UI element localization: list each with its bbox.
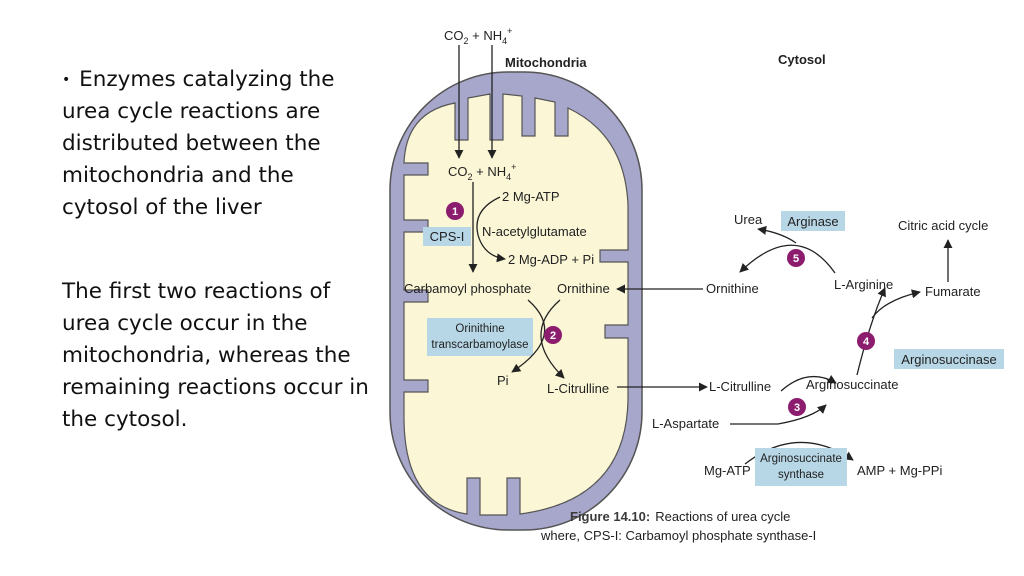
amp-label: AMP + Mg-PPi <box>857 463 942 478</box>
argininosuccinase-label: Arginosuccinase <box>901 352 996 367</box>
step-1-circle <box>446 202 464 220</box>
bullet-dot: • <box>62 72 71 88</box>
adp-label: 2 Mg-ADP + Pi <box>508 252 594 267</box>
bullet-enzymes: • Enzymes catalyzing the urea cycle reac… <box>62 64 372 224</box>
pi-label: Pi <box>497 373 509 388</box>
fumarate-release-arrow <box>871 289 921 319</box>
nag-label: N-acetylglutamate <box>482 224 587 239</box>
citrulline-mito-label: L-Citrulline <box>547 381 609 396</box>
step-2-label: 2 <box>550 330 556 342</box>
otc-line2: transcarbamoylase <box>431 339 528 351</box>
synthase-line2: synthase <box>778 469 824 481</box>
ornithine-cyto-label: Ornithine <box>706 281 759 296</box>
bullet-enzymes-text: Enzymes catalyzing the urea cycle reacti… <box>62 67 335 220</box>
step-1-label: 1 <box>452 206 458 218</box>
step-2-circle <box>544 326 562 344</box>
figure-caption-line2: where, CPS-I: Carbamoyl phosphate syntha… <box>540 528 816 543</box>
fumarate-label: Fumarate <box>925 284 981 299</box>
argininosuccinate-to-arginine-arrow <box>856 287 886 376</box>
argininosuccinase-enzyme-box <box>894 349 1004 369</box>
cytosol-label: Cytosol <box>778 52 826 67</box>
argininosuccinate-label: Arginosuccinate <box>806 377 899 392</box>
text-panel: • Enzymes catalyzing the urea cycle reac… <box>62 64 372 436</box>
step-5-label: 5 <box>793 253 799 265</box>
caption-line1-text: Reactions of urea cycle <box>655 509 790 524</box>
atp-adp-arc <box>476 196 506 263</box>
cps-label: CPS-I <box>430 229 465 244</box>
step-3-label: 3 <box>794 402 800 414</box>
urea-label: Urea <box>734 212 763 227</box>
synthase-line1: Arginosuccinate <box>760 453 842 465</box>
figure-caption-line1: Figure 14.10: Reactions of urea cycle <box>570 509 790 524</box>
mito-input-label: CO2 + NH4+ <box>448 162 516 182</box>
synthase-enzyme-box <box>755 448 847 486</box>
citric-acid-cycle-label: Citric acid cycle <box>898 218 988 233</box>
carbamoyl-to-pi-arrow <box>511 299 546 373</box>
carbamoyl-phosphate-label: Carbamoyl phosphate <box>404 281 531 296</box>
citrulline-cyto-label: L-Citrulline <box>709 379 771 394</box>
aspartate-arrow <box>777 404 827 425</box>
ornithine-to-citrulline-arrow <box>540 299 565 379</box>
step-5-circle <box>787 249 805 267</box>
step-3-circle <box>788 398 806 416</box>
caption-figure-label: Figure 14.10: <box>570 509 650 524</box>
otc-line1: Orinithine <box>455 323 504 335</box>
step-4-label: 4 <box>863 336 870 348</box>
aspartate-label: L-Aspartate <box>652 416 719 431</box>
mitochondria-label: Mitochondria <box>505 55 587 70</box>
mg-atp-label: Mg-ATP <box>704 463 751 478</box>
top-input-label: CO2 + NH4+ <box>444 26 512 46</box>
arginase-label: Arginase <box>787 214 838 229</box>
step-4-circle <box>857 332 875 350</box>
mitochondrion <box>389 71 643 531</box>
arginase-enzyme-box <box>781 211 845 231</box>
citrulline-to-argininosuccinate-arc <box>780 374 837 392</box>
inner-membrane <box>403 93 629 516</box>
atp-label: 2 Mg-ATP <box>502 189 560 204</box>
cps-enzyme-box <box>423 227 471 246</box>
otc-enzyme-box <box>427 318 533 356</box>
bullet-reactions: The first two reactions of urea cycle oc… <box>62 279 369 432</box>
ornithine-mito-label: Ornithine <box>557 281 610 296</box>
arginine-to-ornithine-arc <box>739 244 836 274</box>
urea-release-arrow <box>757 225 797 244</box>
